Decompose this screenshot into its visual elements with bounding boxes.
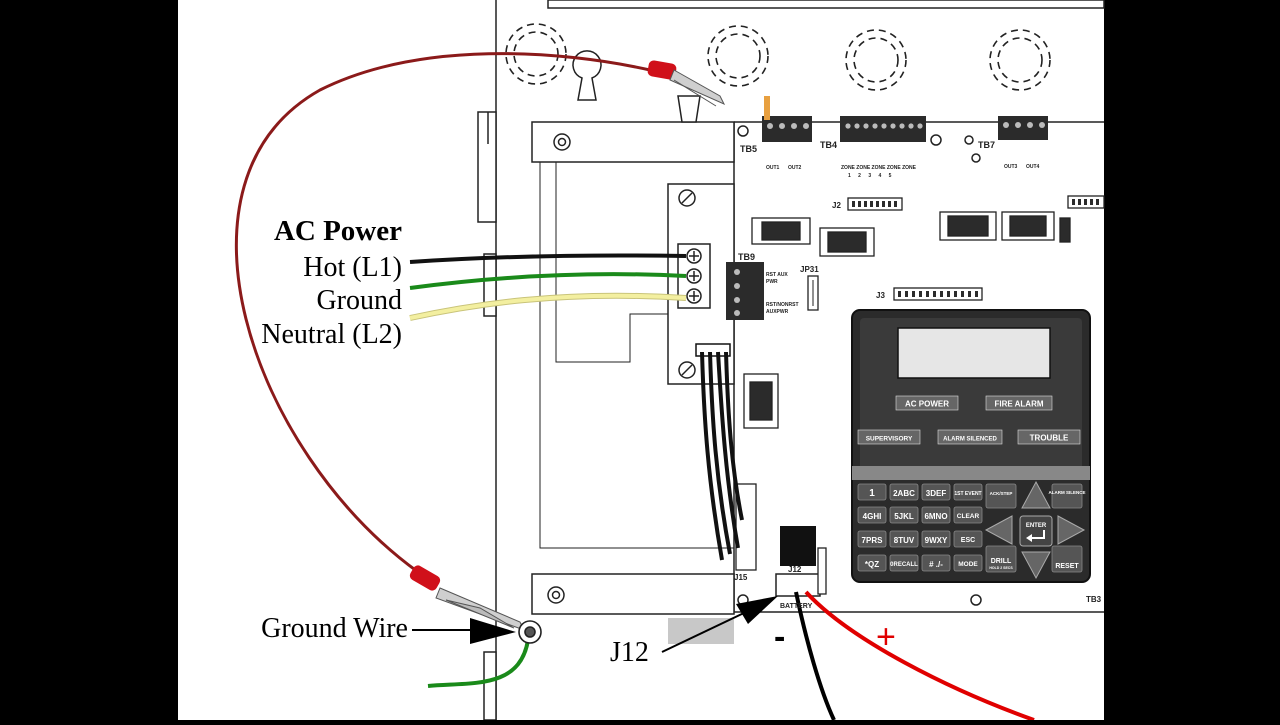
enclosure — [477, 0, 1105, 721]
key-esc[interactable]: ESC — [961, 537, 975, 544]
key-6[interactable]: 6MNO — [924, 512, 947, 521]
label-zone-numbers: 1 2 3 4 5 — [848, 173, 892, 179]
label-rst-aux: RST AUX — [766, 272, 788, 278]
transformer-harness — [695, 343, 744, 561]
key-3[interactable]: 3DEF — [926, 489, 947, 498]
arrow-up-icon[interactable] — [1021, 480, 1051, 509]
key-clear[interactable]: CLEAR — [957, 513, 980, 520]
label-j12: J12 — [788, 565, 802, 574]
label-auxpwr: AUXPWR — [766, 309, 789, 315]
keypad-keys — [857, 483, 983, 572]
key-hash[interactable]: # ./- — [929, 560, 943, 569]
arrow-down-icon[interactable] — [1021, 551, 1051, 580]
key-7[interactable]: 7PRS — [862, 536, 884, 545]
header-pins — [852, 199, 1099, 297]
ground-stud — [518, 620, 542, 644]
label-jp31: JP31 — [800, 265, 819, 274]
drill-hold-label: HOLD 2 SECS — [989, 566, 1013, 570]
led-alarm-silenced: ALARM SILENCED — [943, 437, 997, 443]
ack-step-label[interactable]: ACK/STEP — [990, 491, 1013, 496]
lcd-display — [897, 327, 1051, 379]
j12-connector — [775, 526, 827, 597]
label-rstnonrst: RST/NONRST — [766, 302, 799, 308]
key-first-event[interactable]: 1ST EVENT — [954, 491, 981, 497]
arrow-left-icon[interactable] — [984, 515, 1013, 545]
board-labels: TB5 TB4 TB7 TB9 TB3 J2 J3 JP31 J15 J12 B… — [734, 140, 1102, 610]
label-out2: OUT2 — [788, 165, 802, 171]
neutral-wire — [409, 293, 687, 320]
label-tb5: TB5 — [740, 144, 757, 154]
ground-wire-ac — [409, 272, 687, 290]
screws — [547, 125, 982, 606]
ground-label: Ground — [316, 285, 402, 316]
enter-label: ENTER — [1026, 523, 1047, 529]
label-tb4: TB4 — [820, 140, 837, 150]
battery-negative-lead — [794, 591, 836, 721]
alligator-clip-bottom — [409, 565, 526, 631]
key-1[interactable]: 1 — [869, 488, 875, 499]
alligator-clip-top — [647, 60, 770, 120]
label-pwr: PWR — [766, 279, 778, 285]
hot-label: Hot (L1) — [303, 252, 402, 283]
key-5[interactable]: 5JKL — [894, 512, 914, 521]
neutral-label: Neutral (L2) — [261, 319, 402, 350]
battery-plus-label: + — [876, 618, 896, 656]
ac-power-title: AC Power — [274, 215, 402, 247]
ground-wire-label: Ground Wire — [261, 613, 408, 644]
led-trouble: TROUBLE — [1030, 434, 1069, 443]
led-ac-power: AC POWER — [905, 400, 949, 409]
key-2[interactable]: 2ABC — [893, 489, 915, 498]
label-j3: J3 — [876, 291, 885, 300]
keypad-key-labels: 1 2ABC 3DEF 1ST EVENT 4GHI 5JKL 6MNO CLE… — [862, 488, 982, 569]
key-0[interactable]: 0RECALL — [890, 562, 918, 568]
label-out3: OUT3 — [1004, 164, 1018, 170]
navigation-key-labels: ACK/STEP ALARM SILENCE ENTER DRILL HOLD … — [989, 490, 1085, 570]
enter-key[interactable] — [1019, 515, 1053, 547]
reset-label[interactable]: RESET — [1055, 563, 1079, 570]
led-indicators: AC POWER FIRE ALARM SUPERVISORY ALARM SI… — [857, 395, 1081, 445]
callouts: AC Power Hot (L1) Ground Neutral (L2) Gr… — [261, 215, 896, 668]
label-battery: BATTERY — [780, 603, 813, 610]
label-tb3: TB3 — [1086, 595, 1102, 604]
enter-arrow-icon — [1026, 534, 1032, 542]
key-star[interactable]: *QZ — [865, 560, 879, 569]
enter-icon — [1030, 530, 1045, 539]
label-j15: J15 — [734, 573, 748, 582]
key-mode[interactable]: MODE — [958, 561, 978, 568]
key-8[interactable]: 8TUV — [894, 536, 915, 545]
drill-label[interactable]: DRILL — [991, 558, 1012, 565]
j12-label: J12 — [610, 637, 649, 668]
callout-arrows — [412, 596, 778, 653]
label-tb7: TB7 — [978, 140, 995, 150]
ground-jumper-wire — [235, 52, 651, 574]
label-zones: ZONE ZONE ZONE ZONE ZONE — [841, 165, 917, 171]
knockouts — [505, 23, 1051, 91]
arrow-right-icon[interactable] — [1057, 515, 1086, 545]
ground-stud-wire — [427, 639, 530, 688]
key-9[interactable]: 9WXY — [925, 536, 948, 545]
led-supervisory: SUPERVISORY — [866, 436, 913, 443]
navigation-keys — [984, 480, 1086, 580]
battery-minus-label: - — [774, 618, 785, 656]
battery-positive-lead — [804, 590, 1035, 722]
label-out1: OUT1 — [766, 165, 780, 171]
alarm-silence-label[interactable]: ALARM SILENCE — [1049, 490, 1086, 495]
label-out4: OUT4 — [1026, 164, 1040, 170]
led-fire-alarm: FIRE ALARM — [994, 400, 1043, 409]
label-tb9: TB9 — [738, 252, 755, 262]
key-4[interactable]: 4GHI — [863, 512, 882, 521]
hot-wire — [409, 253, 687, 264]
label-j2: J2 — [832, 201, 841, 210]
